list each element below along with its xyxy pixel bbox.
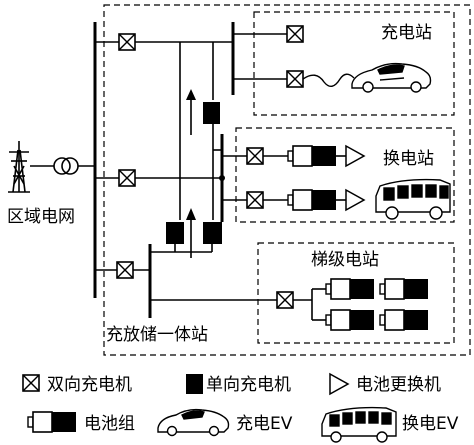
battery-pack-icon (325, 278, 375, 300)
transmission-tower-icon (8, 141, 30, 193)
regional-grid-label: 区域电网 (7, 207, 75, 227)
unidirectional-charger-icon (166, 222, 184, 244)
battery-pack-icon (27, 411, 77, 433)
power-flow-arrow (186, 89, 196, 100)
power-flow-arrow (186, 208, 196, 220)
legend-swap-ev: 换电EV (402, 414, 459, 434)
bus-icon (375, 178, 451, 220)
battery-pack-icon (325, 309, 375, 331)
legend-unidirectional-charger: 单向充电机 (206, 375, 291, 395)
legend-battery-pack: 电池组 (84, 414, 135, 434)
legend-bidirectional-charger: 双向充电机 (47, 375, 132, 395)
unidirectional-charger-icon (203, 222, 222, 244)
legend-battery-swapper: 电池更换机 (356, 375, 441, 395)
battery-swapper-icon (329, 372, 350, 396)
sports-car-icon (351, 62, 432, 93)
bidirectional-charger-icon (118, 169, 136, 187)
integrated-station-frame (103, 4, 471, 356)
battery-swapper-icon (345, 188, 366, 212)
bidirectional-charger-icon (22, 374, 40, 392)
bidirectional-charger-icon (116, 261, 134, 279)
swap-station-label: 换电站 (383, 149, 434, 169)
bidirectional-charger-icon (276, 291, 294, 309)
unidirectional-charger-icon (186, 374, 203, 394)
swap-station-frame (235, 127, 455, 223)
cascade-station-label: 梯级电站 (311, 250, 379, 270)
bidirectional-charger-icon (246, 191, 264, 209)
charging-station-label: 充电站 (381, 23, 432, 43)
charging-cable (302, 73, 355, 87)
integrated-station-label: 充放储一体站 (106, 325, 208, 345)
transformer-icon (53, 157, 71, 175)
cascade-station-frame (257, 242, 455, 344)
battery-pack-icon (379, 309, 429, 331)
sports-car-icon (157, 408, 230, 437)
battery-pack-icon (287, 189, 337, 211)
bidirectional-charger-icon (118, 33, 136, 51)
bidirectional-charger-icon (286, 70, 304, 88)
unidirectional-charger-icon (203, 102, 220, 124)
bidirectional-charger-icon (286, 25, 304, 43)
legend-charging-ev: 充电EV (236, 414, 293, 434)
battery-pack-icon (379, 278, 429, 300)
charging-station-frame (253, 11, 455, 116)
battery-swapper-icon (345, 144, 366, 168)
battery-pack-icon (287, 145, 337, 167)
bus-icon (321, 406, 397, 443)
bidirectional-charger-icon (246, 147, 264, 165)
